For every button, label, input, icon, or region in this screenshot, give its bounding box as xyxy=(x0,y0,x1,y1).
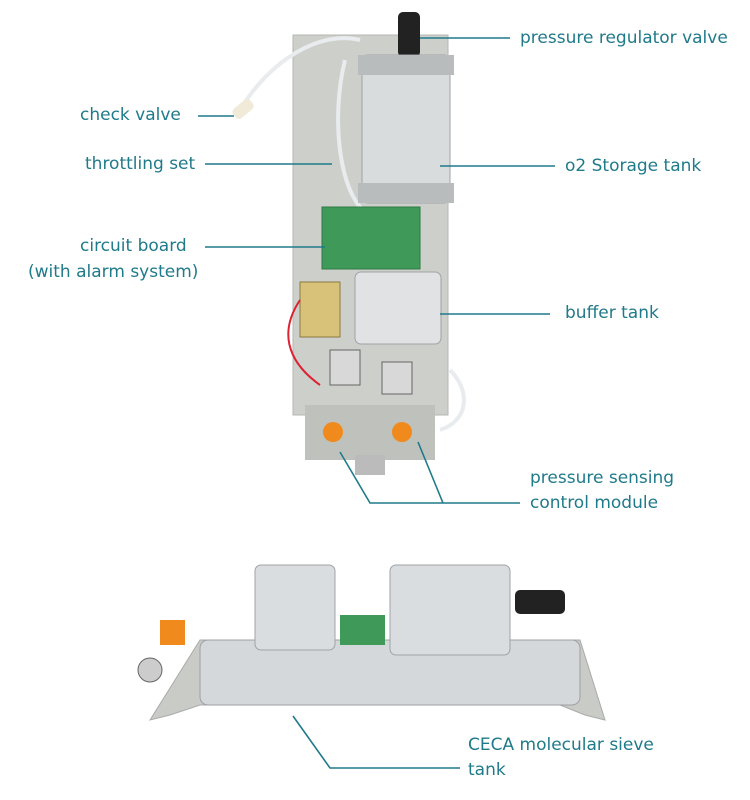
pressure-regulator-shape xyxy=(398,12,420,57)
label-pressure-regulator-valve: pressure regulator valve xyxy=(520,28,728,48)
lower-circuit-board xyxy=(340,615,385,645)
lower-regulator xyxy=(515,590,565,614)
lower-gauge xyxy=(137,657,163,683)
label-ceca-1: CECA molecular sieve xyxy=(468,735,654,755)
label-circuit-board: circuit board xyxy=(80,236,187,256)
tank-cap-top xyxy=(358,55,454,75)
label-buffer-tank: buffer tank xyxy=(565,303,659,323)
leader-lines xyxy=(198,37,555,769)
label-pressure-sensing-1: pressure sensing xyxy=(530,468,675,488)
o2-storage-tank-shape xyxy=(361,54,451,204)
lower-tank-right xyxy=(389,564,511,656)
label-pressure-sensing-2: control module xyxy=(530,493,659,513)
tank-cap-bottom xyxy=(358,183,454,203)
label-throttling-set: throttling set xyxy=(85,154,196,174)
lower-unit-photo xyxy=(137,564,606,721)
upper-unit-photo xyxy=(232,12,466,475)
solenoid-shape xyxy=(329,349,361,386)
fitting-shape xyxy=(355,455,385,475)
leader-pressure-sensing xyxy=(339,451,520,504)
circuit-board-shape xyxy=(321,206,421,270)
check-valve-shape xyxy=(232,98,254,120)
label-ceca-2: tank xyxy=(468,760,506,780)
label-check-valve: check valve xyxy=(80,105,181,125)
valve-knob xyxy=(392,422,412,442)
wiring xyxy=(287,299,321,386)
label-o2-storage-tank: o2 Storage tank xyxy=(565,156,702,176)
leader-ceca xyxy=(292,715,460,769)
label-circuit-board-note: (with alarm system) xyxy=(28,262,199,282)
solenoid-shape xyxy=(381,361,413,395)
buffer-tank-shape xyxy=(354,271,442,345)
transformer-shape xyxy=(299,281,341,338)
lower-tank-left xyxy=(254,564,336,651)
valve-knob xyxy=(323,422,343,442)
leader-pressure-sensing-2 xyxy=(417,441,444,504)
lower-valve xyxy=(160,620,185,645)
